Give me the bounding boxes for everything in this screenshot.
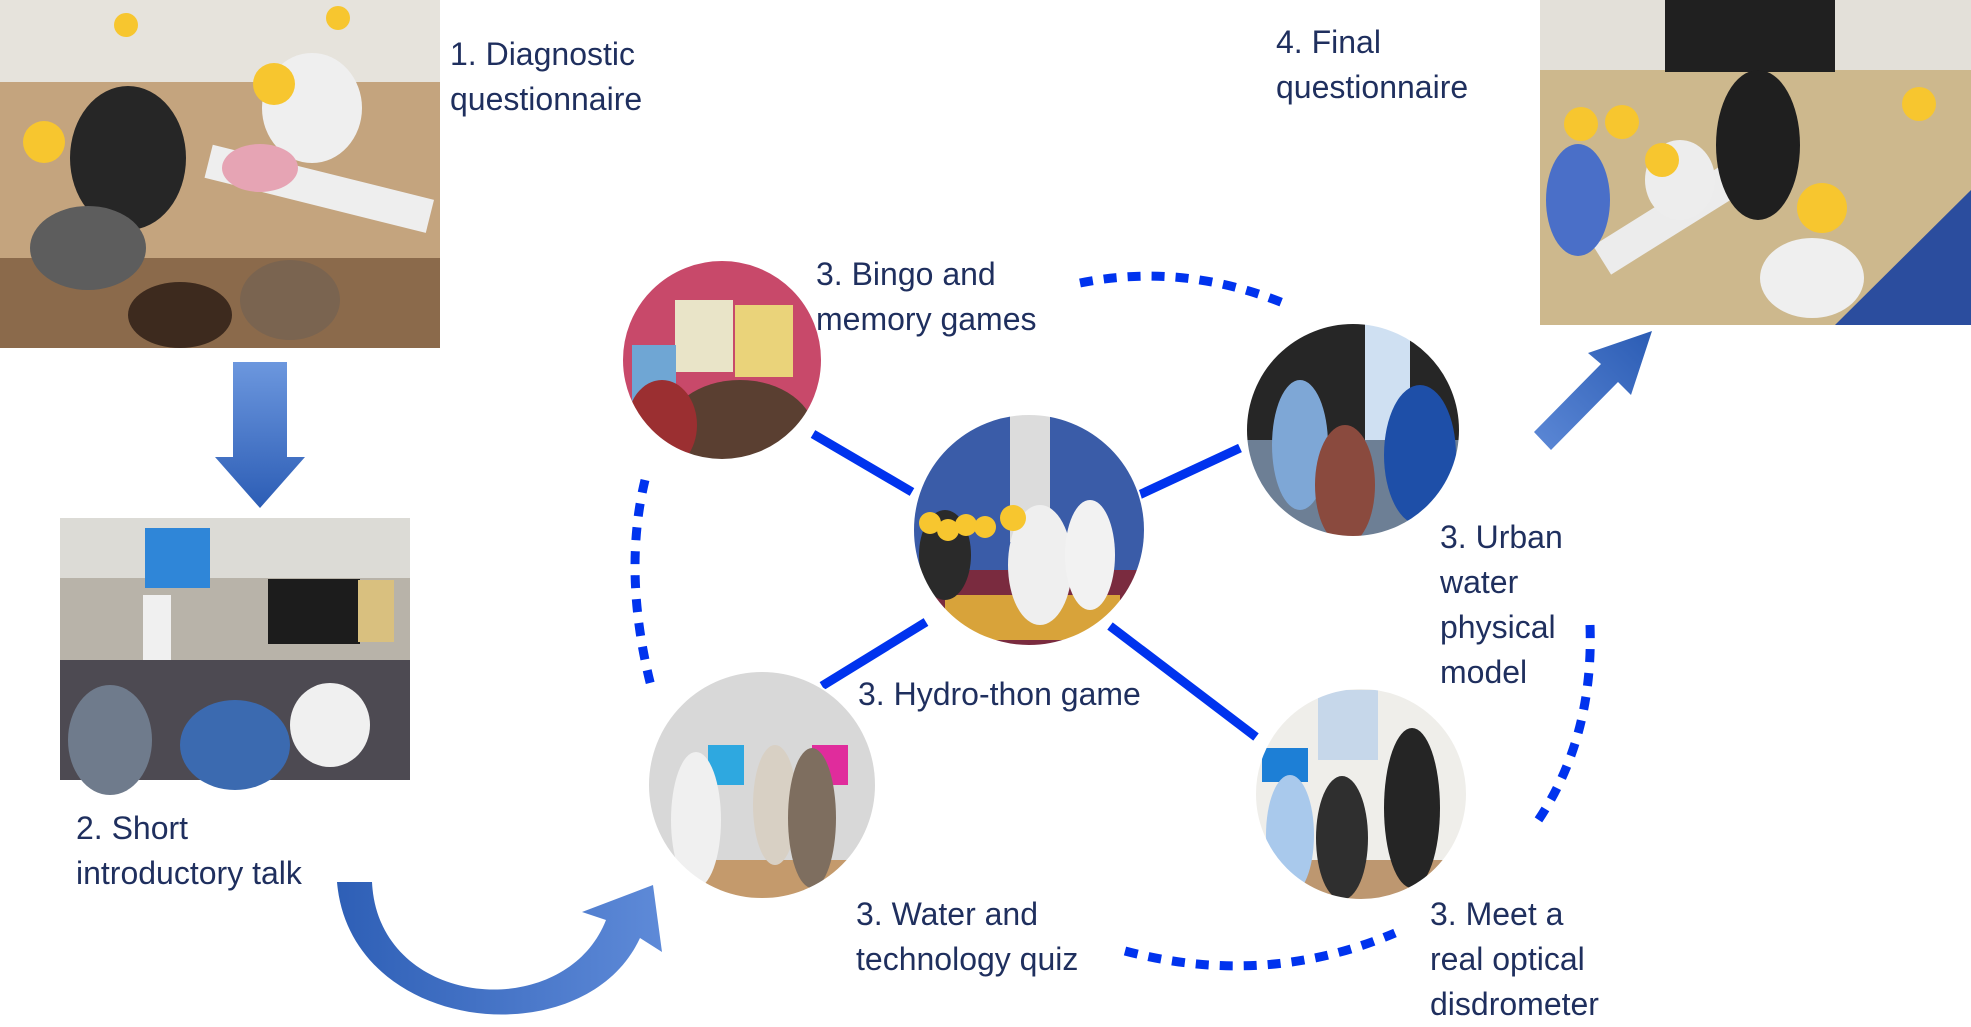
photo-bingo-memory-games bbox=[621, 259, 823, 461]
label-introductory-talk: 2. Short introductory talk bbox=[76, 810, 302, 891]
label-optical-disdrometer: 3. Meet a real optical disdrometer bbox=[1430, 896, 1599, 1022]
link-hub-urban bbox=[1137, 443, 1242, 500]
photo-diagnostic-questionnaire bbox=[0, 0, 440, 348]
dotted-connectors bbox=[630, 271, 1595, 971]
photo-urban-water-model bbox=[1245, 322, 1461, 538]
label-urban-water-model: 3. Urban water physical model bbox=[1440, 519, 1563, 690]
dotted-link-bingo-quiz bbox=[630, 478, 657, 692]
photo-final-questionnaire bbox=[1540, 0, 1971, 325]
photo-hydrothon-game bbox=[912, 413, 1146, 647]
photo-optical-disdrometer bbox=[1254, 687, 1468, 901]
label-diagnostic-questionnaire: 1. Diagnostic questionnaire bbox=[450, 36, 643, 117]
label-bingo-memory-games: 3. Bingo and memory games bbox=[816, 256, 1037, 337]
dotted-link-bingo-urban bbox=[1079, 271, 1290, 310]
arrow-down-icon bbox=[215, 362, 305, 508]
link-hub-bingo bbox=[810, 430, 915, 496]
arrow-up-right-icon bbox=[1534, 331, 1652, 450]
dotted-link-quiz-disdrometer bbox=[1123, 928, 1397, 971]
photo-water-technology-quiz bbox=[647, 670, 877, 900]
label-water-technology-quiz: 3. Water and technology quiz bbox=[856, 896, 1079, 977]
link-hub-quiz bbox=[819, 618, 929, 690]
solid-connectors bbox=[810, 430, 1259, 741]
label-final-questionnaire: 4. Final questionnaire bbox=[1276, 24, 1469, 105]
curved-arrow-icon bbox=[337, 882, 662, 1015]
label-hydrothon-game: 3. Hydro-thon game bbox=[858, 676, 1141, 712]
photo-introductory-talk bbox=[60, 518, 410, 795]
dotted-link-urban-disdrometer bbox=[1531, 624, 1595, 828]
link-hub-disdrometer bbox=[1107, 622, 1259, 741]
